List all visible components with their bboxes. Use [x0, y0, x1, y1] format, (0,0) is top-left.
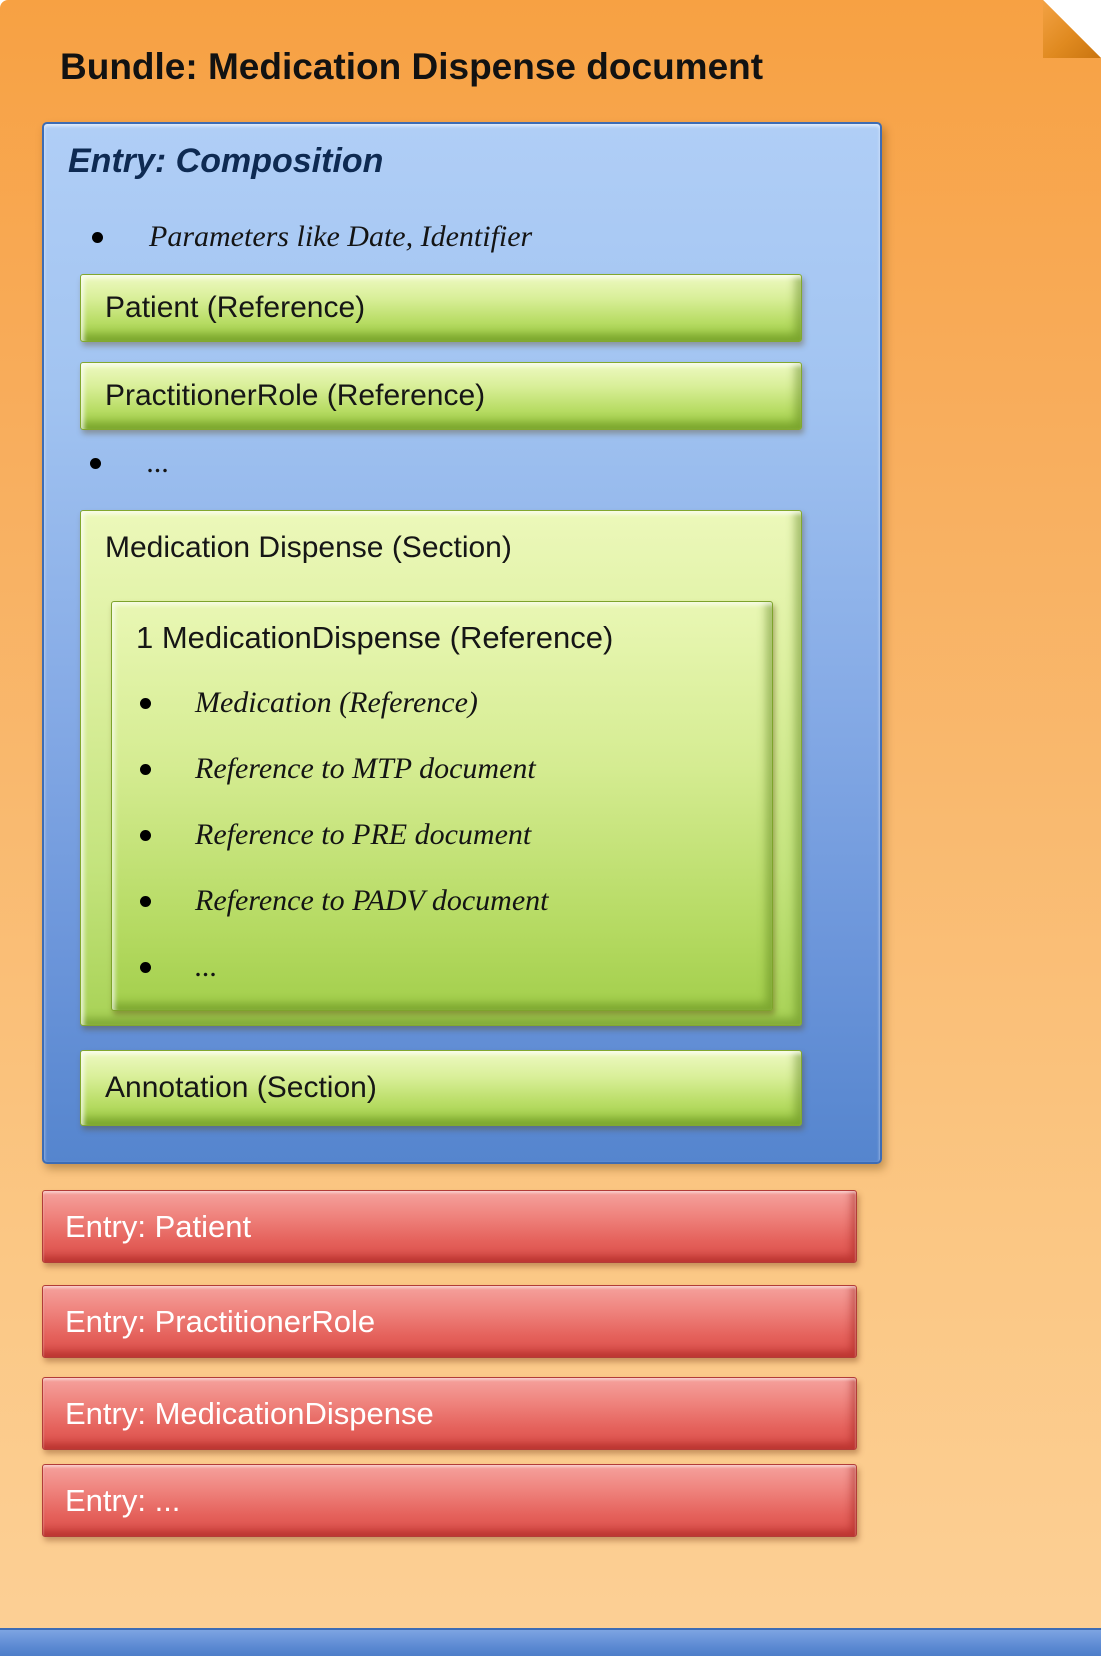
entry-practitionerrole-label: Entry: PractitionerRole: [65, 1303, 376, 1339]
bullet-marker-icon: [140, 895, 151, 907]
bullet-text: Reference to PRE document: [195, 818, 532, 851]
bullet-text: Medication (Reference): [195, 686, 478, 719]
bullet-marker-icon: [140, 763, 151, 775]
entry-ellipsis-box: Entry: ...: [42, 1464, 857, 1537]
entry-ellipsis-label: Entry: ...: [65, 1482, 181, 1518]
bullet-text: ...: [195, 950, 218, 983]
bullet-item-ellipsis: ...: [90, 446, 170, 480]
entry-practitionerrole-box: Entry: PractitionerRole: [42, 1285, 857, 1358]
inner-bullet-item: Reference to MTP document: [140, 752, 536, 786]
composition-box: Entry: Composition Parameters like Date,…: [42, 122, 882, 1164]
bullet-marker-icon: [140, 697, 151, 709]
composition-title: Entry: Composition: [68, 142, 384, 180]
practitionerrole-reference-box: PractitionerRole (Reference): [80, 362, 802, 430]
entry-patient-box: Entry: Patient: [42, 1190, 857, 1263]
entry-medicationdispense-box: Entry: MedicationDispense: [42, 1377, 857, 1450]
bullet-marker-icon: [90, 457, 101, 469]
annotation-section-box: Annotation (Section): [80, 1050, 802, 1126]
inner-bullet-item: Medication (Reference): [140, 686, 478, 720]
partial-blue-box: [0, 1628, 1101, 1656]
bullet-text: ...: [147, 446, 170, 479]
diagram-title: Bundle: Medication Dispense document: [60, 46, 764, 87]
bullet-text: Reference to MTP document: [195, 752, 536, 785]
bullet-marker-icon: [92, 231, 103, 243]
patient-reference-label: Patient (Reference): [105, 291, 366, 324]
entry-medicationdispense-label: Entry: MedicationDispense: [65, 1395, 434, 1431]
bullet-marker-icon: [140, 961, 151, 973]
annotation-section-label: Annotation (Section): [105, 1071, 377, 1104]
patient-reference-box: Patient (Reference): [80, 274, 802, 342]
medication-dispense-section-box: Medication Dispense (Section) 1 Medicati…: [80, 510, 802, 1026]
inner-bullet-item: Reference to PADV document: [140, 884, 549, 918]
inner-bullet-item: Reference to PRE document: [140, 818, 531, 852]
bullet-item-parameters: Parameters like Date, Identifier: [92, 220, 532, 254]
bullet-marker-icon: [140, 829, 151, 841]
inner-bullet-item: ...: [140, 950, 218, 984]
practitionerrole-reference-label: PractitionerRole (Reference): [105, 379, 486, 412]
medication-dispense-section-title: Medication Dispense (Section): [105, 531, 512, 564]
medication-dispense-reference-box: 1 MedicationDispense (Reference) Medicat…: [111, 601, 773, 1011]
medication-dispense-reference-title: 1 MedicationDispense (Reference): [136, 620, 614, 655]
bullet-text: Parameters like Date, Identifier: [149, 220, 533, 253]
entry-patient-label: Entry: Patient: [65, 1208, 252, 1244]
bullet-text: Reference to PADV document: [195, 884, 549, 917]
